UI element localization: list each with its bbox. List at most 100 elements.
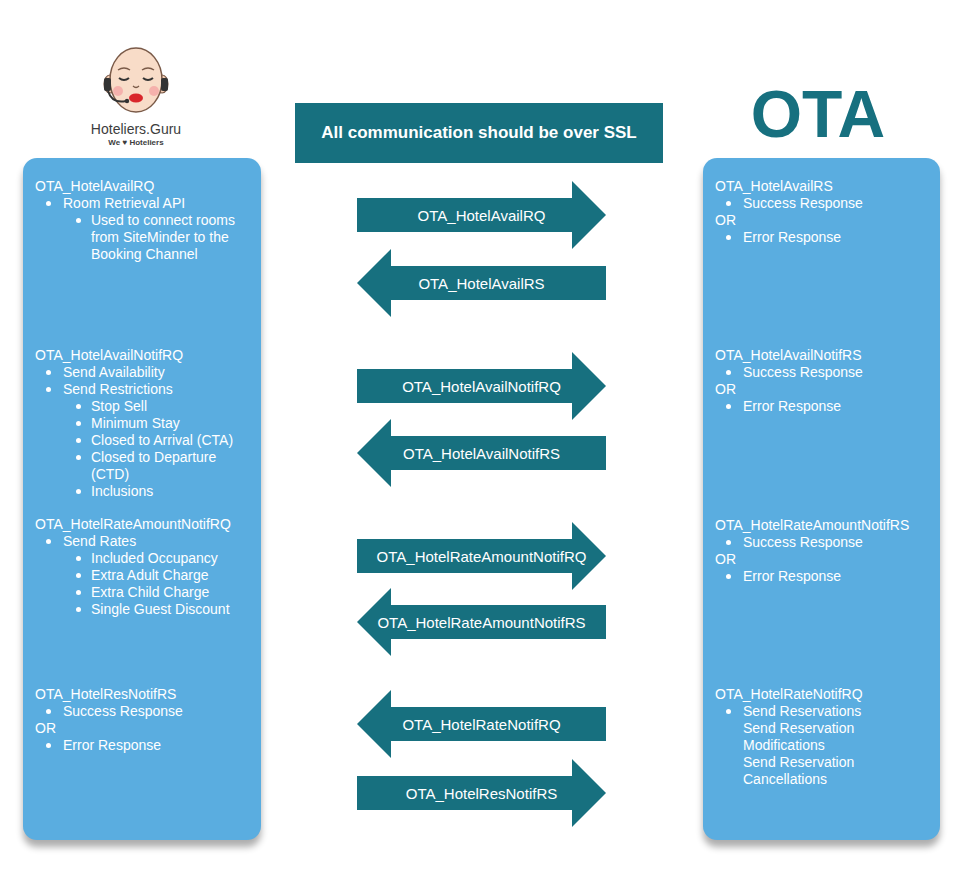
panel-row: Stop Sell xyxy=(23,398,261,415)
panel-row: Success Response xyxy=(703,195,940,212)
bullet-text: Extra Child Charge xyxy=(91,584,246,601)
message-name: OTA_HotelAvailRQ xyxy=(418,207,546,224)
message-name: OTA_HotelResNotifRS xyxy=(406,785,557,802)
panel-row: Success Response xyxy=(703,534,940,551)
panel-row: Error Response xyxy=(703,568,940,585)
bullet-text: Send Reservations xyxy=(743,703,865,720)
bullet-text: Included Occupancy xyxy=(91,550,246,567)
bullet-text: Minimum Stay xyxy=(91,415,246,432)
panel-heading: OR xyxy=(715,212,932,229)
closed-eye xyxy=(119,78,129,80)
panel-row: OR xyxy=(703,551,940,568)
panel-row: OTA_HotelAvailRQ xyxy=(23,178,261,195)
bullet-dot xyxy=(46,709,51,714)
bullet-dot xyxy=(726,235,731,240)
arrow-fill xyxy=(357,588,606,656)
block-arrow: OTA_HotelRateNotifRQ xyxy=(357,690,606,758)
mouth xyxy=(129,94,143,103)
panel-row: OR xyxy=(703,212,940,229)
panel-section: OTA_HotelAvailRQRoom Retrieval APIUsed t… xyxy=(23,178,261,263)
bullet-dot xyxy=(76,573,81,578)
panel-row: Room Retrieval API xyxy=(23,195,261,212)
panel-heading: OTA_HotelRateNotifRQ xyxy=(715,686,932,703)
panel-row: Success Response xyxy=(23,703,261,720)
panel-row: Extra Adult Charge xyxy=(23,567,261,584)
arrow-fill xyxy=(357,522,606,590)
bullet-dot xyxy=(76,590,81,595)
bullet-text: Error Response xyxy=(743,568,932,585)
bullet-text: Room Retrieval API xyxy=(63,195,253,212)
bullet-text: Send Rates xyxy=(63,533,253,550)
bullet-text: Error Response xyxy=(63,737,253,754)
bullet-dot xyxy=(76,556,81,561)
message-panel: OTA_HotelAvailRSSuccess ResponseORError … xyxy=(703,158,940,840)
cheek xyxy=(113,86,123,96)
panel-row: Single Guest Discount xyxy=(23,601,261,618)
bullet-dot xyxy=(726,574,731,579)
panel-heading: OTA_HotelAvailNotifRS xyxy=(715,347,932,364)
bullet-text: Success Response xyxy=(743,195,932,212)
eyebrow xyxy=(118,68,130,70)
panel-row: OTA_HotelRateNotifRQ xyxy=(703,686,940,703)
bullet-text: Closed to Arrival (CTA) xyxy=(91,432,246,449)
panel-row: OTA_HotelAvailRS xyxy=(703,178,940,195)
block-arrow: OTA_HotelRateAmountNotifRQ xyxy=(357,522,606,590)
arrow-fill xyxy=(357,759,606,827)
panel-row: Send Availability xyxy=(23,364,261,381)
brand-tagline: We ♥ Hoteliers xyxy=(108,138,163,148)
nose xyxy=(133,86,139,88)
bullet-text: Inclusions xyxy=(91,483,246,500)
message-name: OTA_HotelAvailNotifRS xyxy=(403,445,560,462)
message-name: OTA_HotelAvailNotifRQ xyxy=(402,378,561,395)
panel-section: OTA_HotelRateAmountNotifRSSuccess Respon… xyxy=(703,517,940,585)
panel-section: OTA_HotelAvailNotifRSSuccess ResponseORE… xyxy=(703,347,940,415)
bullet-dot xyxy=(726,404,731,409)
panel-row: Closed to Departure (CTD) xyxy=(23,449,261,483)
panel-section: OTA_HotelRateNotifRQSend ReservationsSen… xyxy=(703,686,940,788)
bullet-dot xyxy=(76,421,81,426)
panel-row: Success Response xyxy=(703,364,940,381)
message-name: OTA_HotelRateNotifRQ xyxy=(402,716,560,733)
closed-eye xyxy=(143,78,153,80)
bullet-text: Success Response xyxy=(743,364,932,381)
bullet-text: Send Reservation Modifications xyxy=(743,720,865,754)
bullet-text: Send Availability xyxy=(63,364,253,381)
bullet-dot xyxy=(46,370,51,375)
block-arrow: OTA_HotelAvailRS xyxy=(357,249,606,317)
panel-row: Send Reservation Cancellations xyxy=(703,754,940,788)
bullet-dot xyxy=(726,201,731,206)
headset-earpiece xyxy=(161,78,168,91)
bullet-text: Closed to Departure (CTD) xyxy=(91,449,246,483)
bullet-text: Used to connect rooms from SiteMinder to… xyxy=(91,212,246,263)
bullet-dot xyxy=(76,404,81,409)
panel-row: Minimum Stay xyxy=(23,415,261,432)
panel-heading: OTA_HotelAvailRS xyxy=(715,178,932,195)
brand-name: Hoteliers.Guru xyxy=(91,121,181,138)
panel-row: Extra Child Charge xyxy=(23,584,261,601)
panel-row: OR xyxy=(23,720,261,737)
block-arrow: OTA_HotelAvailRQ xyxy=(357,181,606,249)
bullet-dot xyxy=(46,539,51,544)
bullet-dot xyxy=(46,387,51,392)
bullet-text: Extra Adult Charge xyxy=(91,567,246,584)
bullet-text: Success Response xyxy=(743,534,932,551)
bullet-text: Single Guest Discount xyxy=(91,601,246,618)
arrow-fill xyxy=(357,352,606,420)
panel-row: Error Response xyxy=(703,229,940,246)
panel-row: Error Response xyxy=(23,737,261,754)
headset-earpiece xyxy=(104,78,111,91)
panel-heading: OR xyxy=(35,720,253,737)
bullet-dot xyxy=(76,489,81,494)
panel-row: OTA_HotelRateAmountNotifRS xyxy=(703,517,940,534)
bullet-dot xyxy=(46,201,51,206)
panel-section: OTA_HotelAvailRSSuccess ResponseORError … xyxy=(703,178,940,246)
bullet-text: Stop Sell xyxy=(91,398,246,415)
panel-row: Error Response xyxy=(703,398,940,415)
arrow-fill xyxy=(357,249,606,317)
message-panel: OTA_HotelAvailRQRoom Retrieval APIUsed t… xyxy=(23,158,261,840)
panel-section: OTA_HotelRateAmountNotifRQSend RatesIncl… xyxy=(23,516,261,618)
bullet-dot xyxy=(726,370,731,375)
panel-row: Used to connect rooms from SiteMinder to… xyxy=(23,212,261,263)
arrow-fill xyxy=(357,690,606,758)
panel-heading: OTA_HotelRateAmountNotifRS xyxy=(715,517,932,534)
